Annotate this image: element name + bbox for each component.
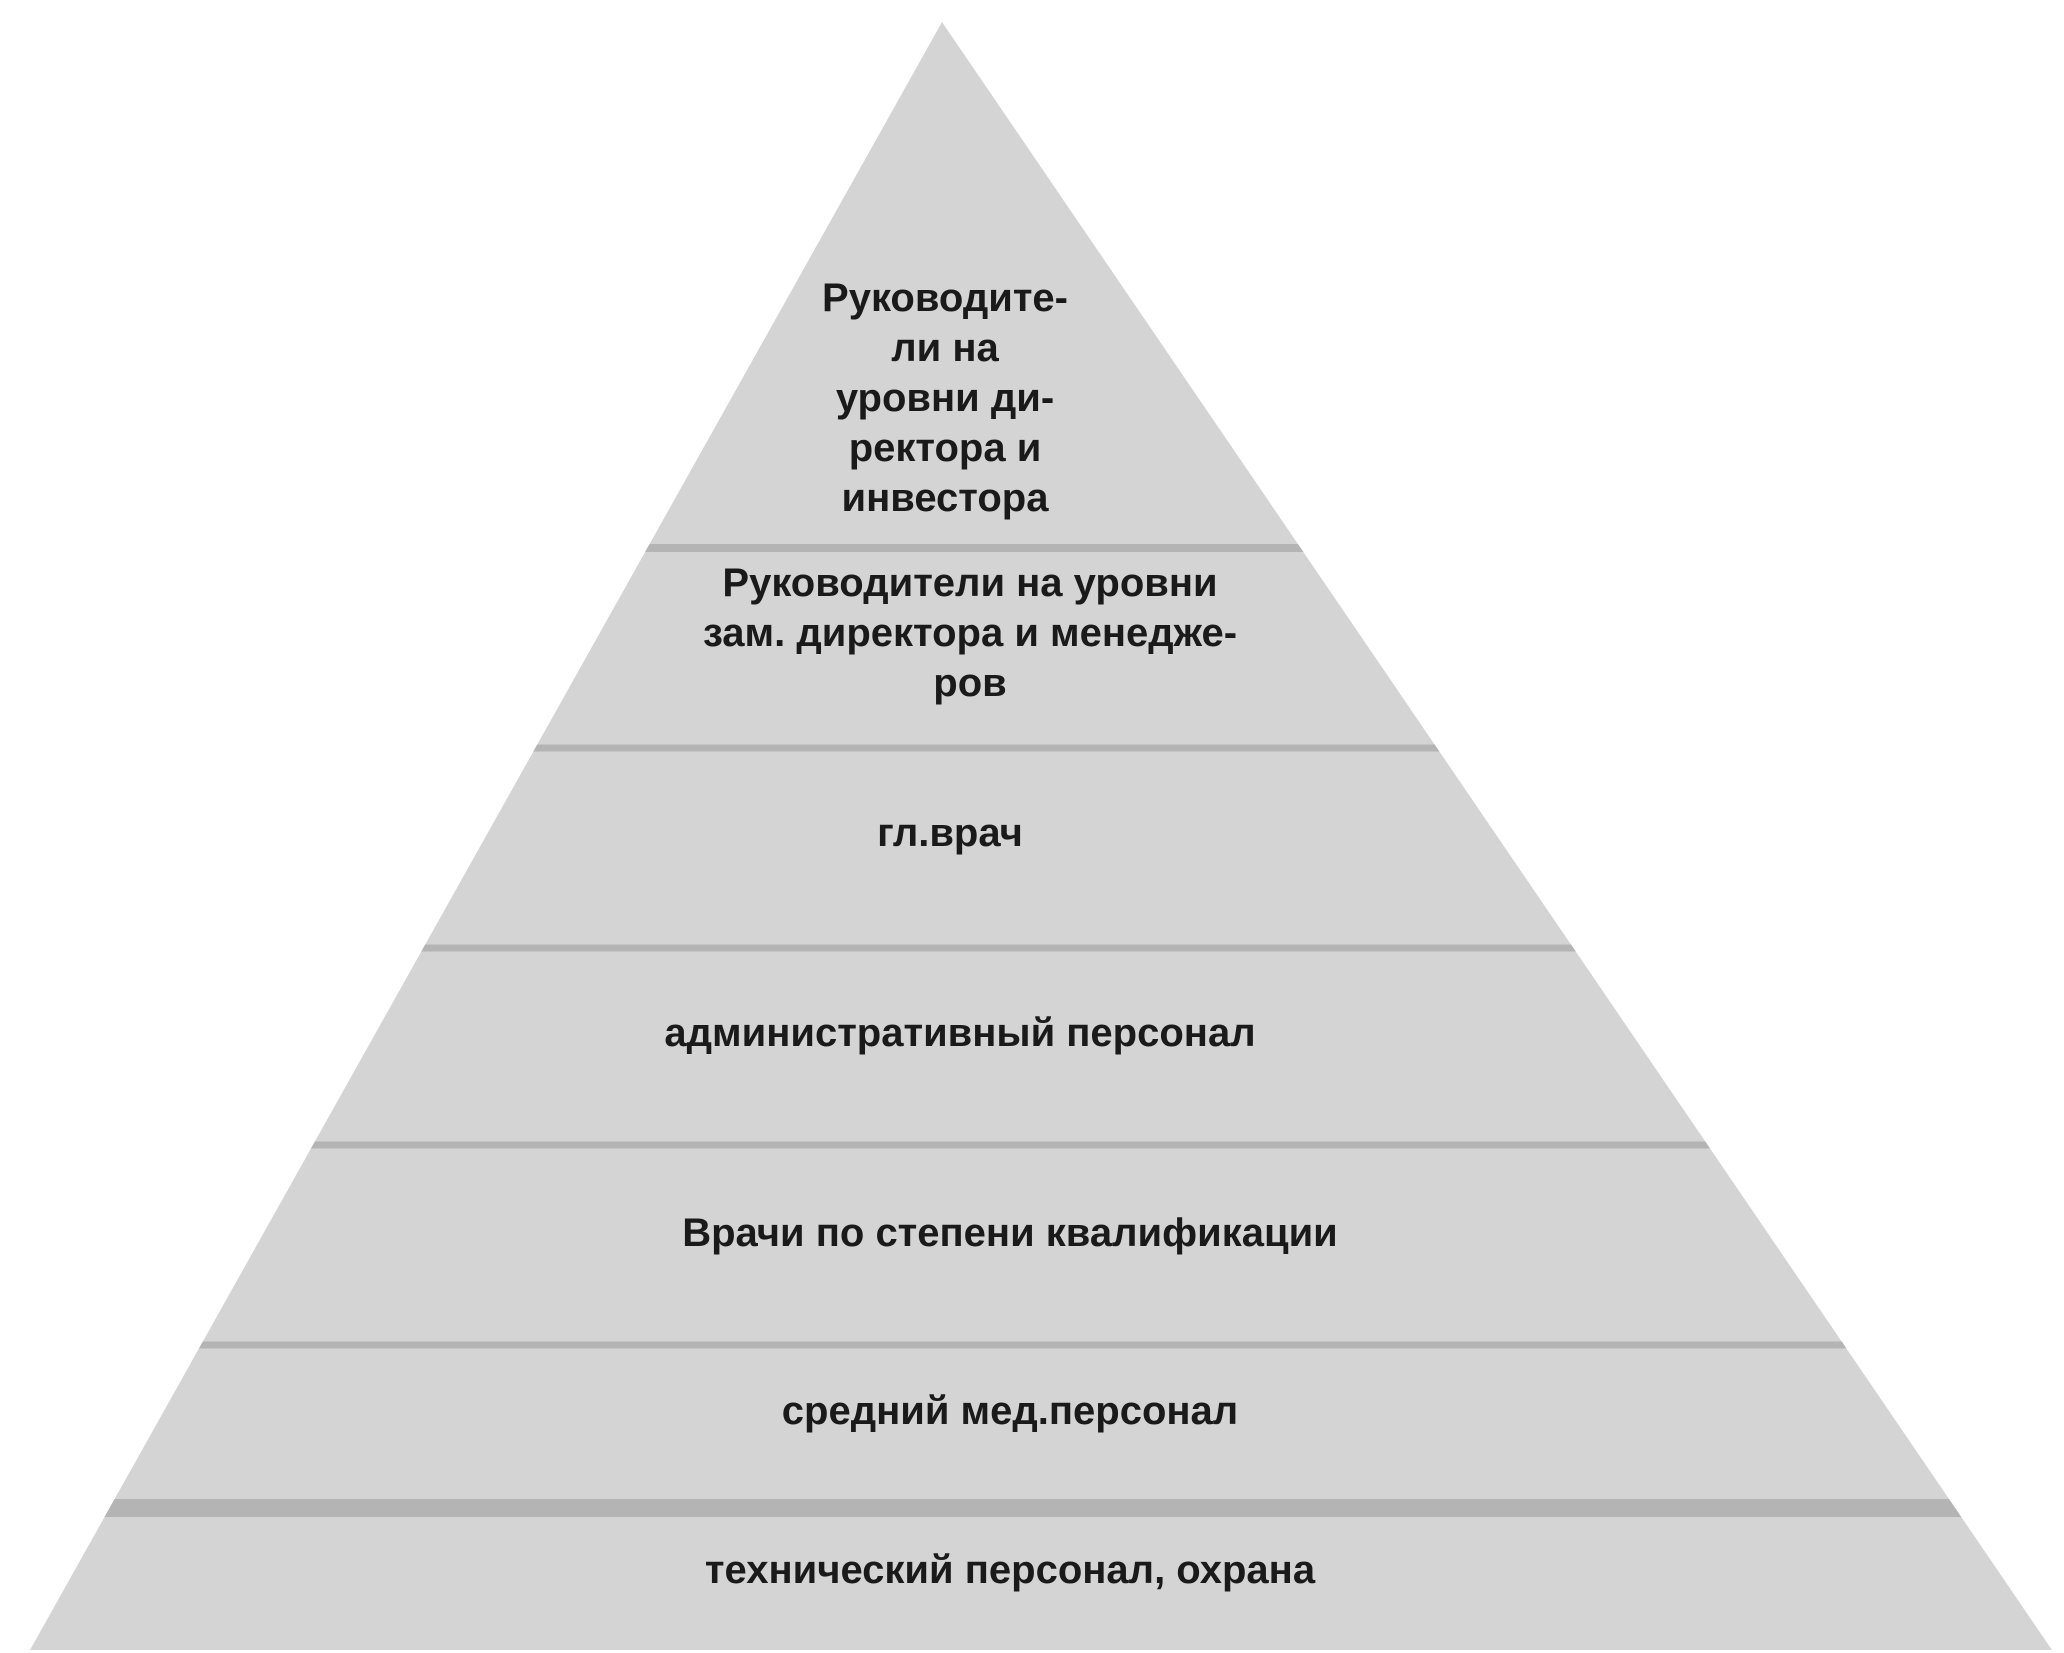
level-6-label: средний мед.персонал: [781, 1389, 1239, 1433]
level-divider-4: [310, 1141, 1711, 1149]
level-3-label: гл.врач: [877, 811, 1023, 855]
level-7-label: технический персонал, охрана: [704, 1548, 1316, 1592]
level-5-label: Врачи по степени квалификации: [682, 1211, 1338, 1255]
level-divider-2: [533, 744, 1440, 752]
level-4-label: административный персонал: [664, 1011, 1256, 1055]
level-2-label: Руководители на уровни зам. директора и …: [702, 561, 1238, 705]
level-divider-5: [198, 1341, 1847, 1349]
level-divider-6: [104, 1499, 1962, 1517]
level-divider-3: [421, 944, 1576, 952]
pyramid-body: [30, 22, 2052, 1650]
level-1-label: Руководите- ли на уровни ди- ректора и и…: [822, 276, 1068, 520]
level-divider-1: [645, 544, 1304, 552]
